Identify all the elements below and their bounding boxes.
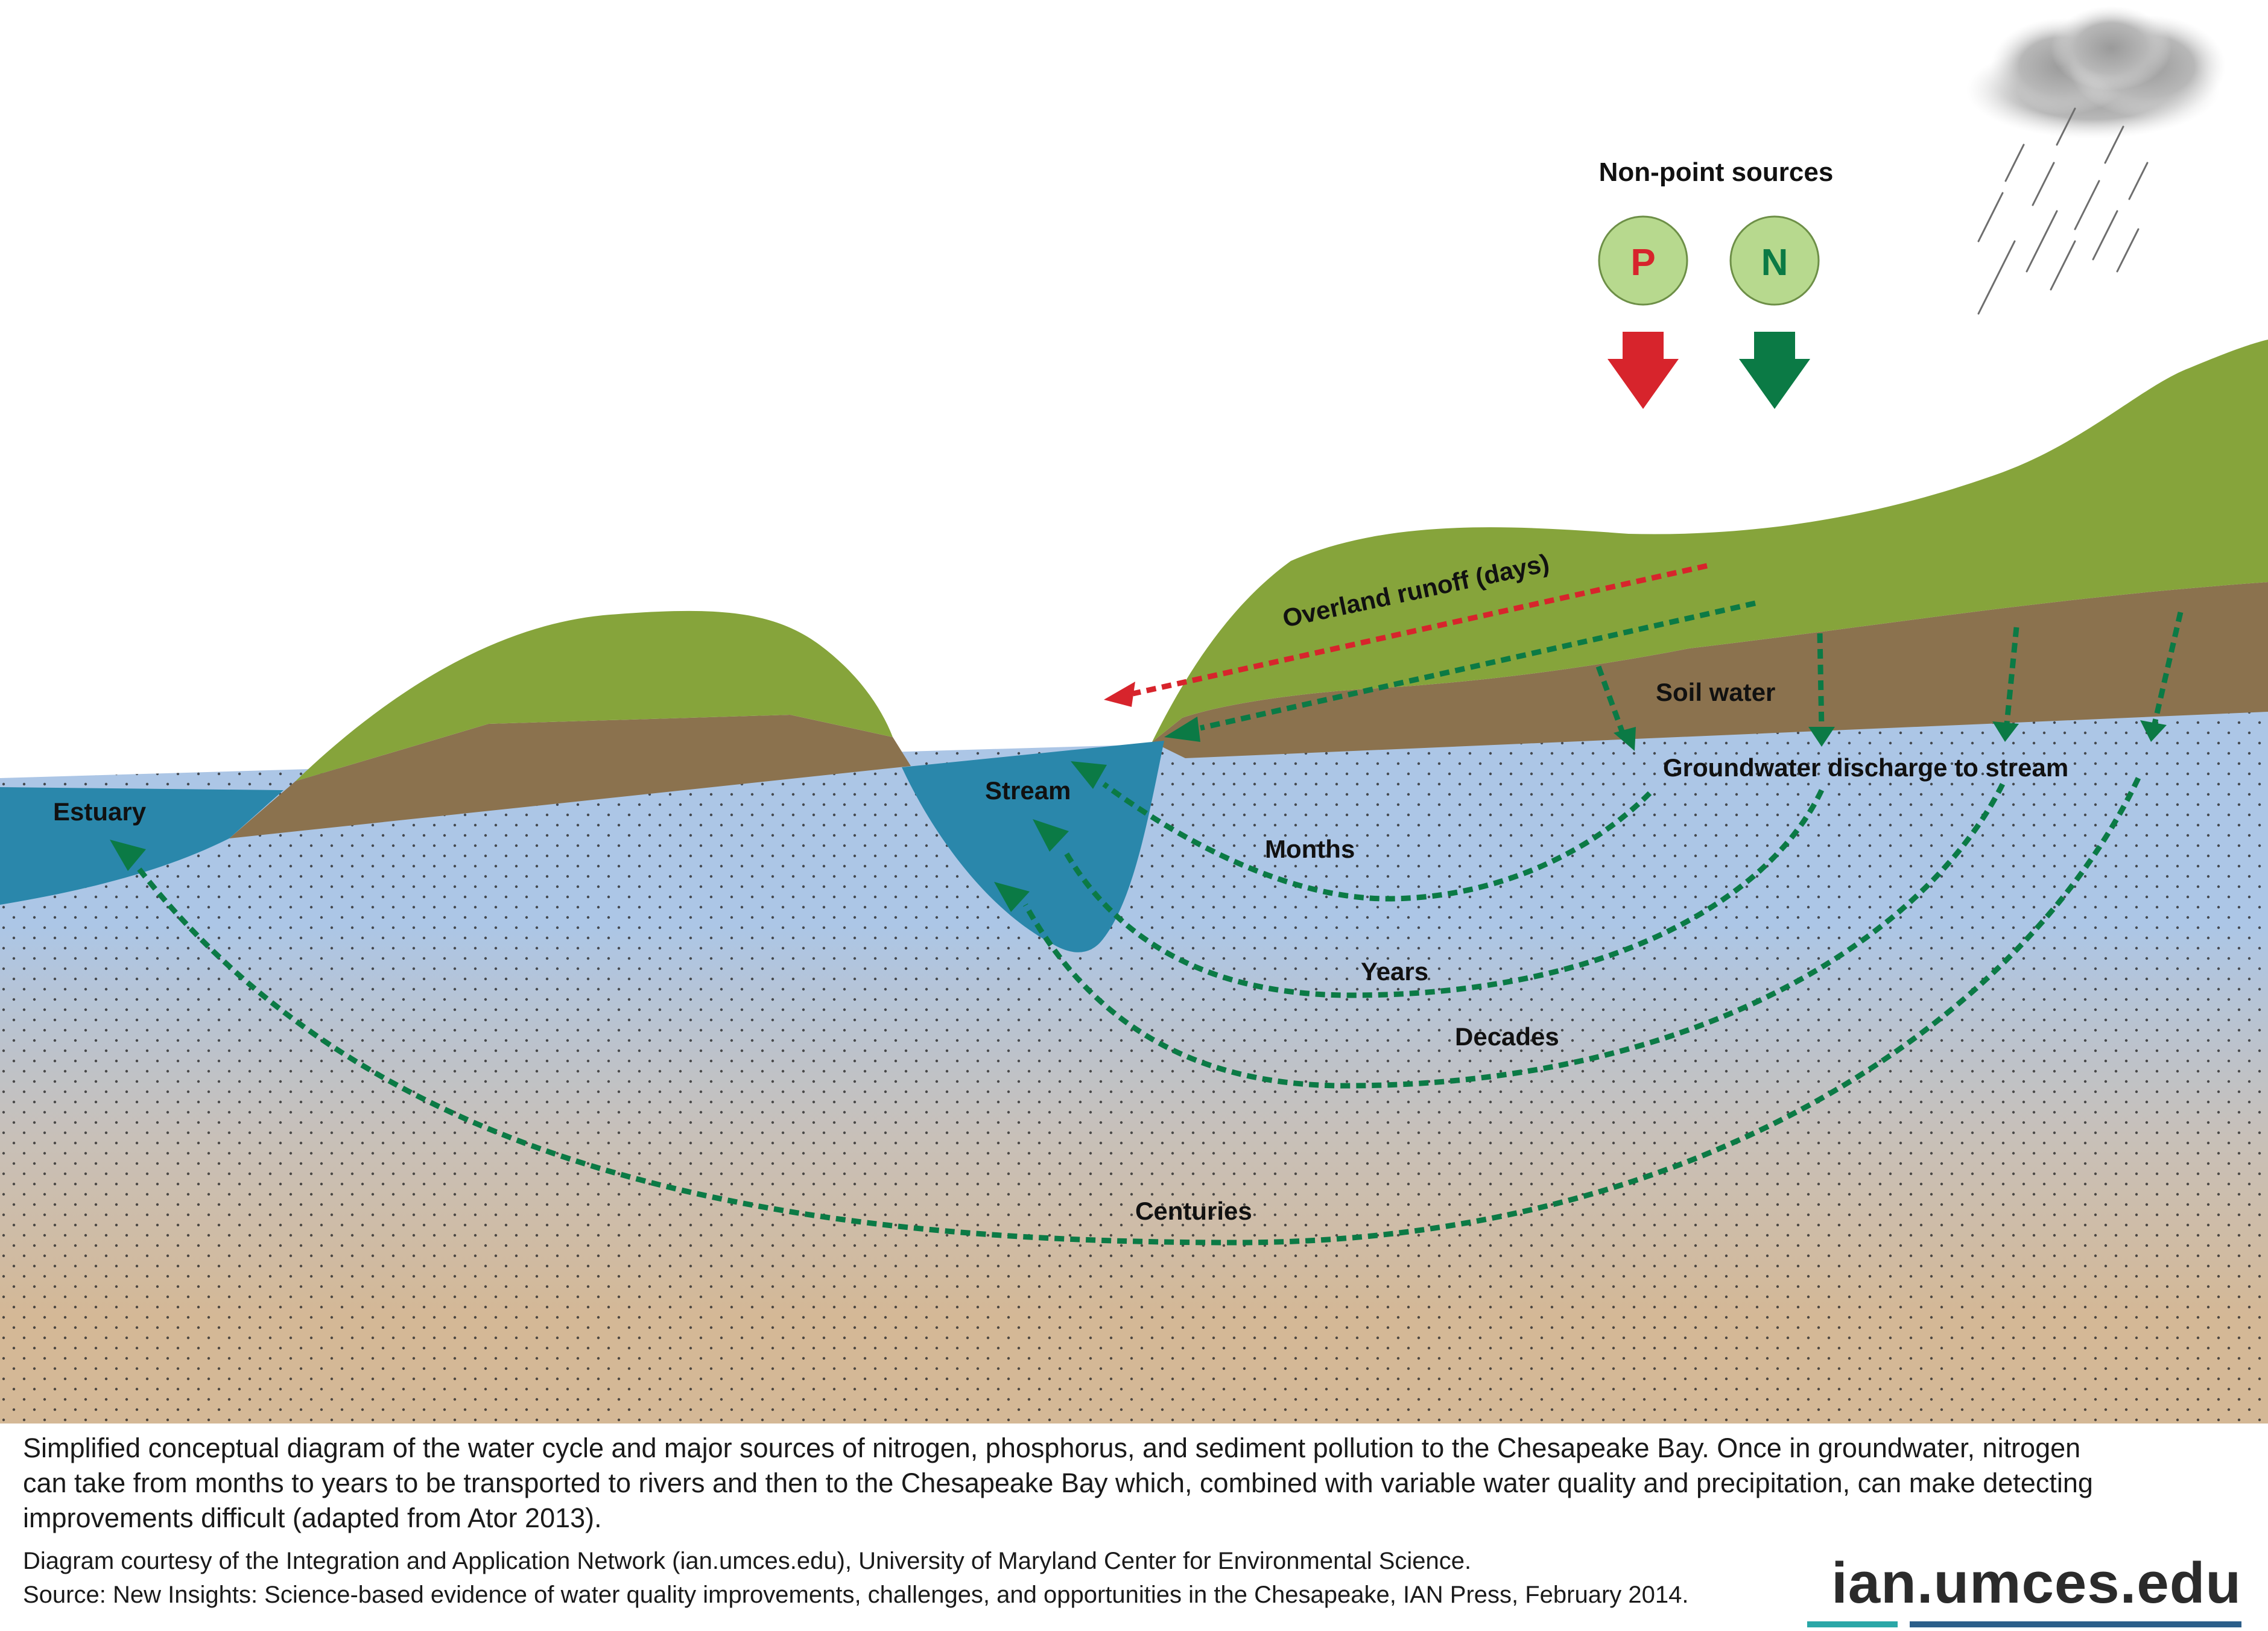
flow-path-years [1033,789,1825,998]
sediment-dots [0,712,2268,1424]
estuary-label: Estuary [53,797,147,826]
soil-water-label: Soil water [1656,678,1775,706]
rain-cloud-icon [1966,6,2226,139]
caption-area: Simplified conceptual diagram of the wat… [0,1424,2268,1631]
rain-icon [1977,107,2149,315]
months-label: Months [1265,835,1355,863]
nitrogen-circle-icon: N [1729,215,1820,306]
flow-path-centuries [110,777,2141,1246]
brand-underline [1807,1621,2241,1627]
phosphorus-circle-icon: P [1598,215,1688,306]
water-cycle-diagram: Non-point sources P N [0,6,2268,1424]
overland-runoff-arrow [1104,563,1708,707]
ian-umces-logo: ian.umces.edu [1831,1551,2241,1615]
soil-to-stream-arrow [1164,600,1756,742]
flow-path-months [1071,761,1652,902]
svg-text:P: P [1630,242,1655,283]
years-label: Years [1361,957,1428,986]
flow-path-decades [994,782,2006,1089]
stream-label: Stream [985,776,1071,805]
right-hill-grass [1152,340,2268,742]
left-hill-soil [229,715,911,838]
phosphorus-down-arrow-icon [1608,332,1679,409]
caption-source: Source: New Insights: Science-based evid… [23,1582,1689,1608]
right-hill-soil [1152,582,2268,758]
centuries-label: Centuries [1135,1197,1252,1225]
caption-credit: Diagram courtesy of the Integration and … [23,1548,1472,1574]
decades-label: Decades [1455,1022,1559,1051]
left-hill-grass [296,610,893,781]
nitrogen-down-arrow-icon [1739,332,1810,409]
estuary-water [0,787,284,905]
svg-text:N: N [1761,242,1788,283]
caption-main: Simplified conceptual diagram of the wat… [23,1433,2093,1533]
groundwater-discharge-label: Groundwater discharge to stream [1663,753,2068,782]
soil-infiltration-arrows [1595,611,2184,734]
sources-title: Non-point sources [1599,157,1834,187]
